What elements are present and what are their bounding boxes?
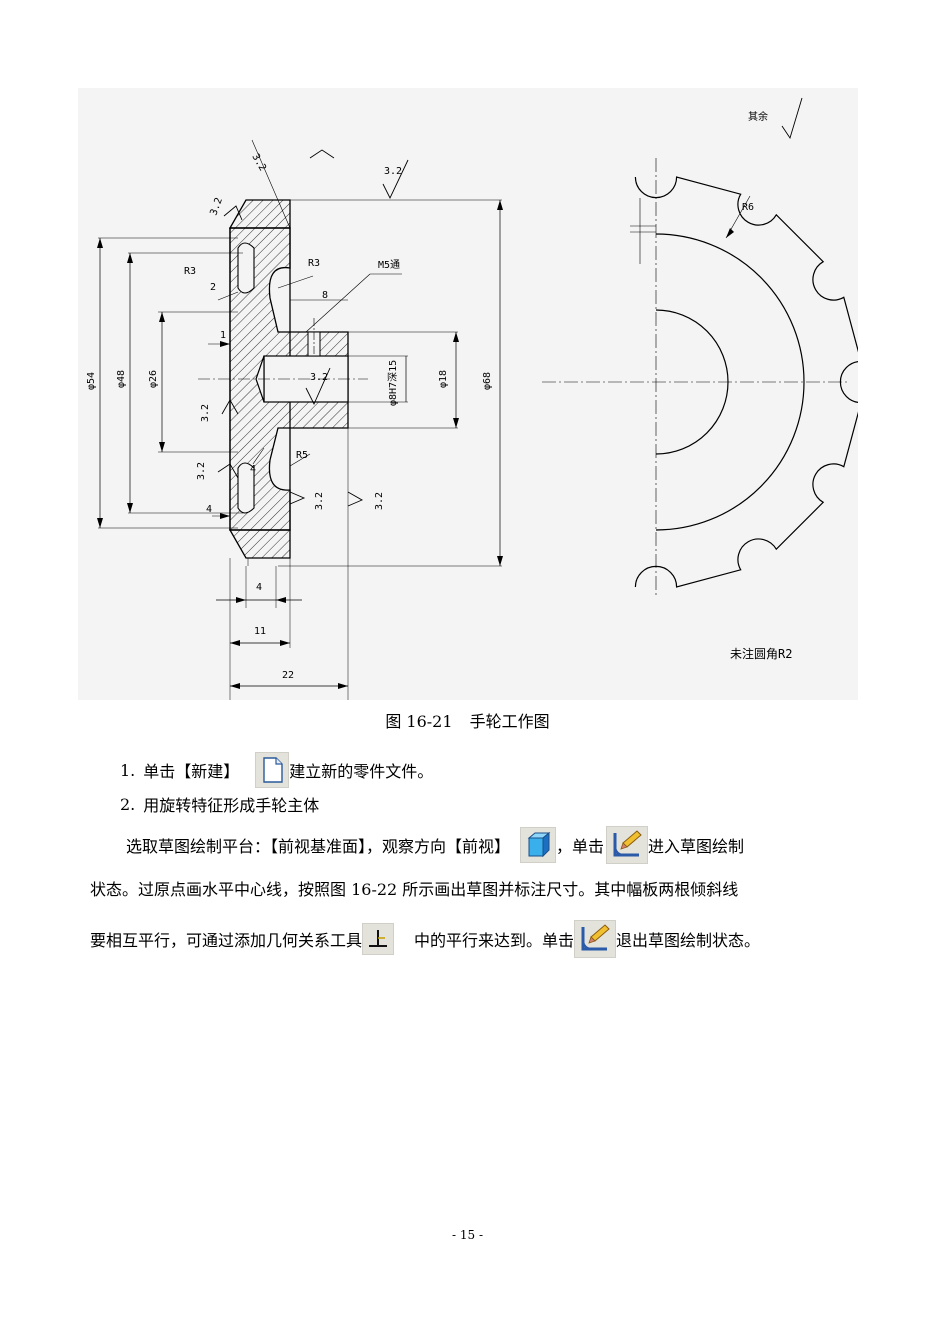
figure-caption: 图 16-21 手轮工作图 [0, 708, 935, 732]
step-2-number: 2. [120, 794, 136, 814]
drawing-area: φ54 φ48 φ26 φ18 φ68 φ8H7深15 M5通 R3 R3 R5… [78, 88, 858, 700]
fillet-note: 未注圆角R2 [730, 646, 792, 661]
roughness-label: 3.2 [310, 372, 328, 383]
figure-number: 图 16-21 [385, 712, 453, 731]
roughness-label: 3.2 [208, 196, 225, 217]
step-1: 1. 单击【新建】 建立新的零件文件。 [120, 752, 433, 788]
paragraph-text: 中的平行来达到。单击 [414, 931, 575, 950]
page-number: - 15 - [451, 1228, 483, 1242]
dim-w22: 22 [282, 670, 294, 681]
front-view: 未注圆角R2 [542, 158, 858, 661]
dim-r6: R6 [742, 202, 754, 213]
front-view-icon[interactable] [520, 827, 557, 863]
paragraph-text: ，单击 [556, 837, 605, 856]
exit-sketch-icon[interactable] [574, 920, 617, 958]
paragraph-text: 选取草图绘制平台：【前视基准面】，观察方向【前视】 [126, 837, 511, 856]
roughness-label: 3.2 [200, 404, 211, 422]
step-1-number: 1. [120, 760, 136, 780]
paragraph-text: 进入草图绘制 [648, 837, 745, 856]
paragraph-line-2: 状态。过原点画水平中心线，按照图 16-22 所示画出草图并标注尺寸。其中幅板两… [90, 876, 738, 900]
dim-w2: 2 [210, 282, 216, 293]
roughness-label: 3.2 [374, 492, 385, 510]
step-1-text-after: 建立新的零件文件。 [289, 762, 434, 781]
dim-d26: φ26 [148, 370, 159, 388]
dim-w4c: 4 [256, 582, 262, 593]
paragraph-line-1: 选取草图绘制平台：【前视基准面】，观察方向【前视】 ，单击 进入草图绘制 [126, 826, 744, 864]
dim-r3a: R3 [184, 266, 196, 277]
dim-hole: φ8H7深15 [387, 360, 399, 406]
sketch-icon[interactable] [606, 826, 649, 864]
add-relation-icon[interactable] [362, 923, 395, 955]
dim-d48: φ48 [116, 370, 127, 388]
dim-w4a: 4 [206, 504, 212, 515]
handwheel-technical-drawing: φ54 φ48 φ26 φ18 φ68 φ8H7深15 M5通 R3 R3 R5… [86, 97, 858, 700]
roughness-label: 3.2 [314, 492, 325, 510]
paragraph-text: 状态。过原点画水平中心线，按照图 16-22 所示画出草图并标注尺寸。其中幅板两… [90, 880, 739, 899]
paragraph-line-3: 要相互平行，可通过添加几何关系工具 中的平行来达到。单击 退出草图绘制状态。 [90, 920, 760, 958]
dim-w4b: 4 [250, 464, 256, 475]
dim-d68: φ68 [482, 372, 493, 390]
dim-thread: M5通 [378, 259, 400, 271]
dim-r5: R5 [296, 450, 308, 461]
step-2: 2. 用旋转特征形成手轮主体 [120, 792, 319, 816]
dim-w1: 1 [220, 330, 226, 341]
dim-r3b: R3 [308, 258, 320, 269]
step-1-text: 单击【新建】 [143, 762, 240, 781]
section-view: φ54 φ48 φ26 φ18 φ68 φ8H7深15 M5通 R3 R3 R5… [86, 97, 803, 700]
roughness-label: 3.2 [196, 462, 207, 480]
paragraph-text: 退出草图绘制状态。 [616, 931, 761, 950]
dim-w8: 8 [322, 290, 328, 301]
step-2-text: 用旋转特征形成手轮主体 [143, 796, 320, 815]
figure-title: 手轮工作图 [469, 712, 550, 731]
dim-d54: φ54 [86, 372, 97, 390]
surface-note: 其余 [748, 110, 768, 123]
dim-w11: 11 [254, 626, 266, 637]
dim-d18: φ18 [438, 370, 449, 388]
new-document-icon[interactable] [255, 752, 290, 788]
roughness-label: 3.2 [384, 166, 402, 177]
paragraph-text: 要相互平行，可通过添加几何关系工具 [90, 931, 363, 950]
